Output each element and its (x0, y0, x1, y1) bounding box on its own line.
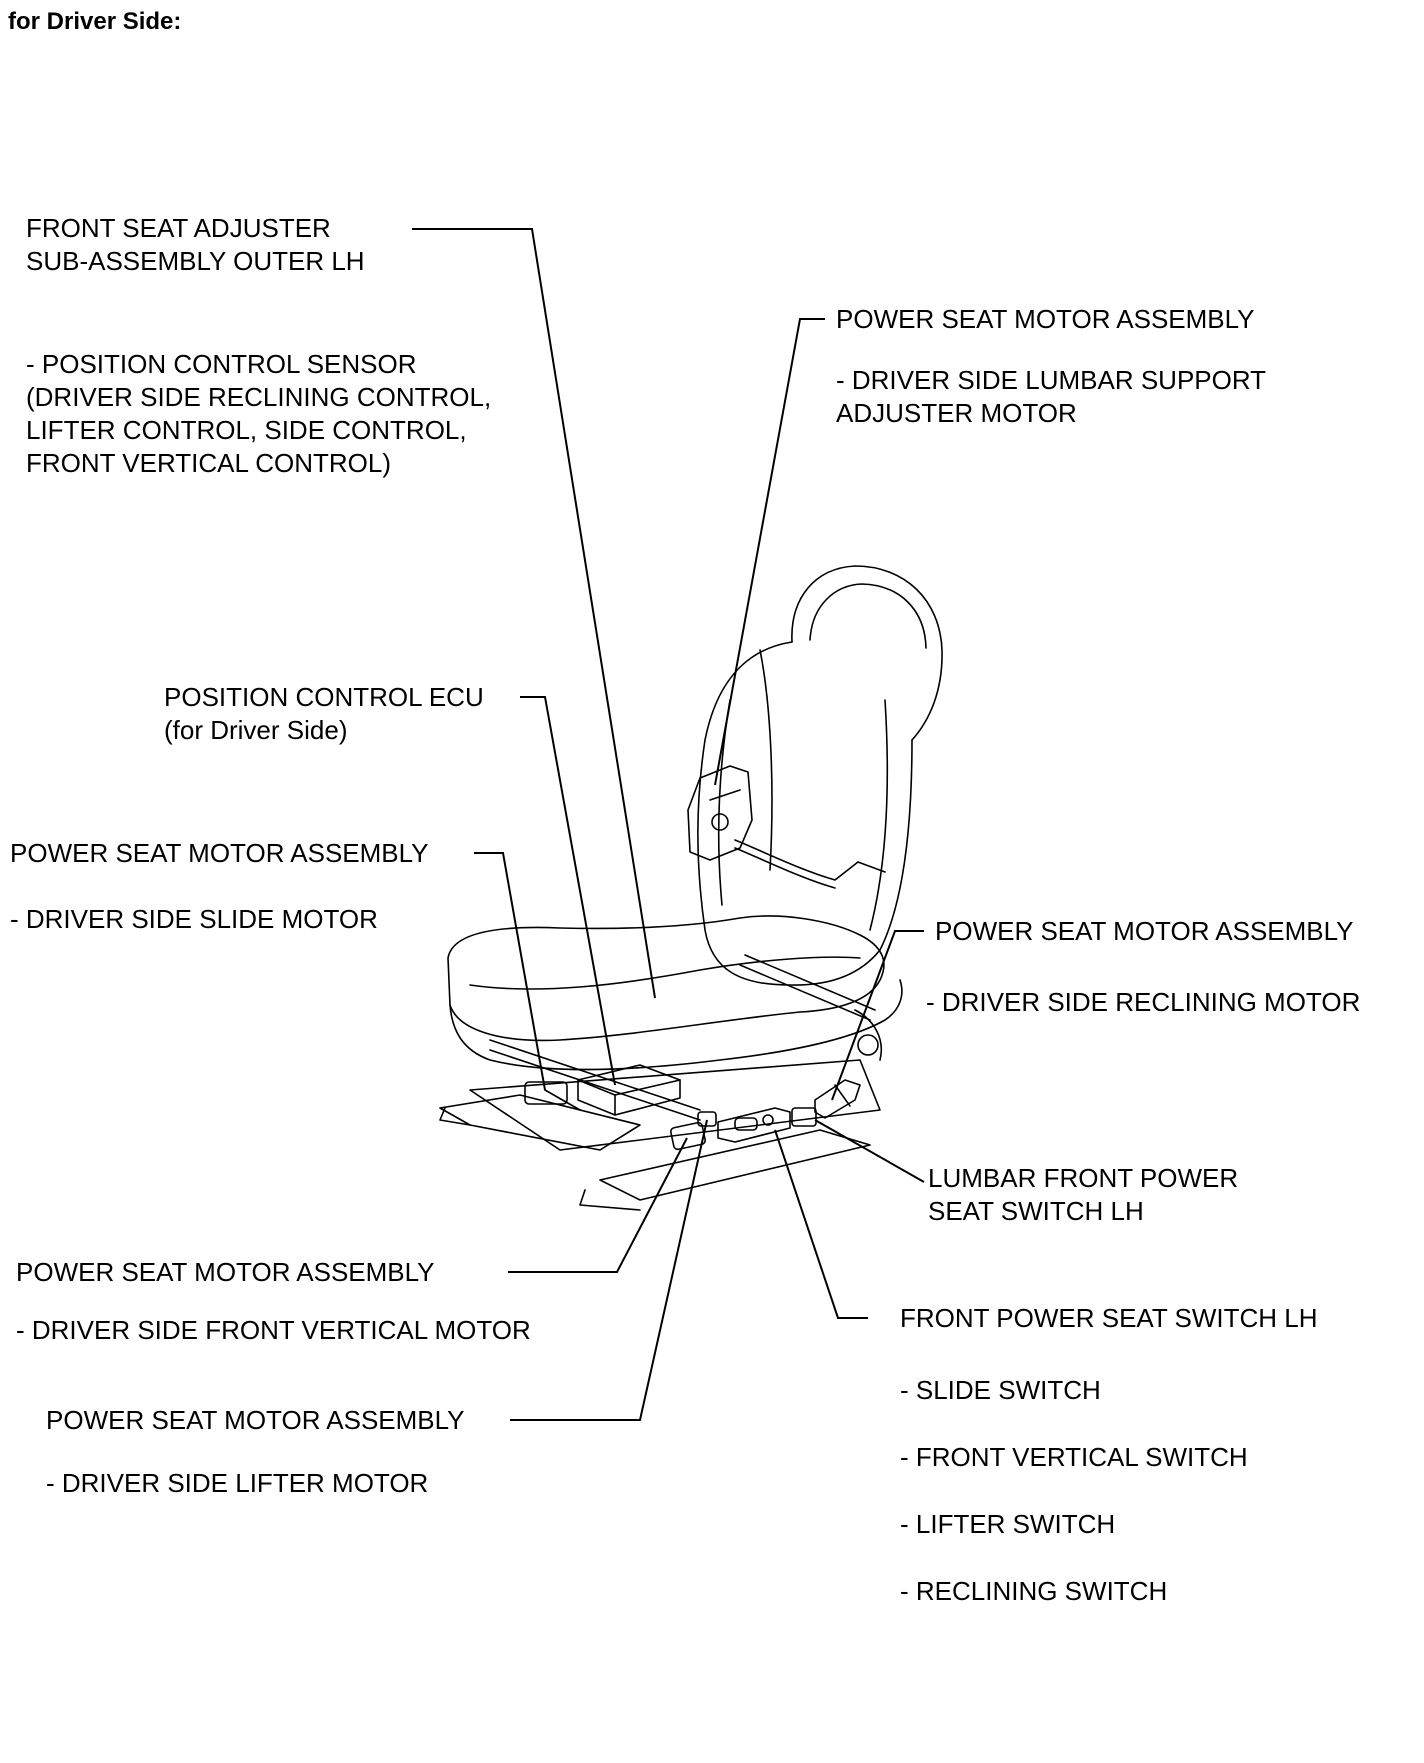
headrest-inner (809, 583, 927, 649)
label-sensor-line1: - POSITION CONTROL SENSOR (26, 349, 417, 379)
power-seat-switch (717, 1107, 791, 1143)
label-lifter-motor-title: POWER SEAT MOTOR ASSEMBLY (46, 1405, 465, 1435)
cross-bar-front-2 (489, 1049, 701, 1121)
label-sensor-line3: LIFTER CONTROL, SIDE CONTROL, (26, 415, 467, 445)
label-switch-item3: - LIFTER SWITCH (900, 1509, 1116, 1539)
recliner-knob (857, 1034, 879, 1056)
leader-front-vertical (508, 1137, 688, 1273)
cross-bar-rear-2 (739, 964, 871, 1021)
label-switch-title: FRONT POWER SEAT SWITCH LH (900, 1303, 1318, 1333)
seatback-outline (697, 641, 913, 986)
lifter-motor (697, 1111, 717, 1127)
lumbar-cable (734, 839, 886, 881)
label-sensor-line2: (DRIVER SIDE RECLINING CONTROL, (26, 382, 492, 412)
label-ecu-line1: POSITION CONTROL ECU (164, 682, 484, 712)
cross-bar-front (489, 1039, 701, 1111)
lumbar-support-motor (687, 765, 753, 861)
label-lumbar-motor-line2: ADJUSTER MOTOR (836, 398, 1077, 428)
label-switch-item1: - SLIDE SWITCH (900, 1375, 1101, 1405)
ecu-box (577, 1064, 681, 1116)
page-heading: for Driver Side: (8, 8, 182, 35)
seat-rail-right (599, 1129, 871, 1201)
label-front-vertical-title: POWER SEAT MOTOR ASSEMBLY (16, 1257, 435, 1287)
leader-lumbar-motor (714, 318, 825, 786)
frame-base (469, 1059, 881, 1151)
leader-lifter (510, 1119, 708, 1421)
label-lumbar-switch-line2: SEAT SWITCH LH (928, 1196, 1144, 1226)
leader-slide-motor (474, 852, 546, 1091)
label-slide-motor-sub: - DRIVER SIDE SLIDE MOTOR (10, 904, 378, 934)
label-recline-motor-title: POWER SEAT MOTOR ASSEMBLY (935, 916, 1354, 946)
cushion-front (449, 979, 903, 1071)
seat-rail-left (439, 1094, 641, 1151)
cross-bar-rear (744, 954, 876, 1011)
label-switch-item2: - FRONT VERTICAL SWITCH (900, 1442, 1248, 1472)
label-lumbar-switch-line1: LUMBAR FRONT POWER (928, 1163, 1239, 1193)
cushion-crease (469, 956, 861, 990)
cushion-outline (447, 915, 885, 1042)
leader-switch (774, 1129, 868, 1319)
label-lumbar-motor-title: POWER SEAT MOTOR ASSEMBLY (836, 304, 1255, 334)
leader-ecu (520, 696, 616, 1086)
seatback-inner-right (869, 699, 889, 931)
leader-lumbar-switch (814, 1119, 925, 1183)
rail-foot-right (579, 1189, 641, 1211)
ecu-box-top (577, 1079, 681, 1096)
leader-recline-motor (831, 930, 924, 1101)
rail-foot-left (439, 1107, 471, 1126)
slide-motor (524, 1081, 568, 1105)
label-sensor-line4: FRONT VERTICAL CONTROL) (26, 448, 392, 478)
label-lumbar-motor-line1: - DRIVER SIDE LUMBAR SUPPORT (836, 365, 1267, 395)
label-slide-motor-title: POWER SEAT MOTOR ASSEMBLY (10, 838, 429, 868)
label-lifter-motor-sub: - DRIVER SIDE LIFTER MOTOR (46, 1468, 429, 1498)
label-recline-motor-sub: - DRIVER SIDE RECLINING MOTOR (926, 987, 1361, 1017)
label-adjuster-line1: FRONT SEAT ADJUSTER (26, 213, 331, 243)
seatback-seam (759, 649, 773, 871)
label-front-vertical-sub: - DRIVER SIDE FRONT VERTICAL MOTOR (16, 1315, 531, 1345)
label-switch-item4: - RECLINING SWITCH (900, 1576, 1168, 1606)
lumbar-switch (791, 1107, 817, 1127)
leader-adjuster (412, 228, 656, 999)
label-adjuster-line2: SUB-ASSEMBLY OUTER LH (26, 246, 365, 276)
headrest-outline (791, 565, 943, 741)
reclining-motor (814, 1079, 861, 1119)
label-ecu-line2: (for Driver Side) (164, 715, 348, 745)
